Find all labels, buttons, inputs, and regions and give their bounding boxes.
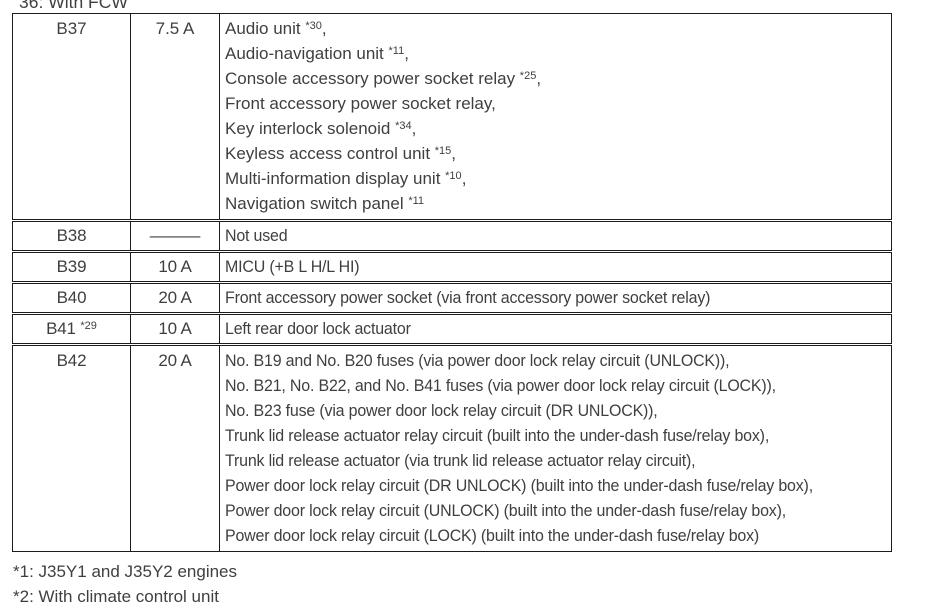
circuits-cell: No. B19 and No. B20 fuses (via power doo… — [220, 346, 891, 551]
footnote-ref: *15 — [435, 145, 452, 157]
circuit-line: Keyless access control unit *15, — [225, 141, 889, 166]
footnote-2: *2: With climate control unit — [13, 585, 237, 609]
footnote-ref: *11 — [408, 195, 424, 207]
amperage-cell: 10 A — [131, 315, 220, 343]
section-header-partial: 36: With FCW — [19, 0, 128, 12]
circuit-line: MICU (+B L H/L HI) — [225, 255, 849, 279]
circuit-line: Front accessory power socket relay, — [225, 91, 889, 116]
fuse-number-cell: B38 — [13, 222, 131, 250]
fuse-number-cell: B39 — [13, 253, 131, 281]
circuit-line: Trunk lid release actuator relay circuit… — [225, 423, 849, 448]
circuits-cell: Audio unit *30,Audio-navigation unit *11… — [220, 14, 891, 219]
fuse-number-cell: B40 — [13, 284, 131, 312]
circuits-cell: Front accessory power socket (via front … — [220, 284, 891, 312]
circuit-line: Front accessory power socket (via front … — [225, 286, 849, 310]
circuit-line: No. B19 and No. B20 fuses (via power doo… — [225, 348, 849, 373]
circuits-cell: Left rear door lock actuator — [220, 315, 891, 343]
circuit-line: Navigation switch panel *11 — [225, 191, 889, 216]
amperage-cell: ——— — [131, 222, 220, 250]
amperage-cell: 20 A — [131, 284, 220, 312]
footnote-ref: *29 — [80, 320, 97, 332]
circuit-line: Audio unit *30, — [225, 16, 889, 41]
fuse-number-cell: B41 *29 — [13, 315, 131, 343]
footnote-ref: *11 — [389, 45, 405, 57]
amperage-cell: 20 A — [131, 346, 220, 551]
amperage-cell: 10 A — [131, 253, 220, 281]
footnotes: *1: J35Y1 and J35Y2 engines *2: With cli… — [13, 560, 237, 609]
footnote-ref: *10 — [445, 170, 462, 182]
circuit-line: No. B23 fuse (via power door lock relay … — [225, 398, 849, 423]
circuit-line: Key interlock solenoid *34, — [225, 116, 889, 141]
circuit-line: Left rear door lock actuator — [225, 317, 849, 341]
footnote-ref: *30 — [305, 20, 322, 32]
fuse-number-cell: B37 — [13, 14, 131, 219]
circuit-line: Not used — [225, 224, 849, 248]
circuit-line: Multi-information display unit *10, — [225, 166, 889, 191]
circuit-line: Console accessory power socket relay *25… — [225, 66, 889, 91]
amperage-cell: 7.5 A — [131, 14, 220, 219]
footnote-ref: *25 — [520, 70, 537, 82]
table-row: B38———Not used — [12, 221, 892, 251]
circuit-line: Power door lock relay circuit (LOCK) (bu… — [225, 523, 849, 548]
circuits-cell: Not used — [220, 222, 891, 250]
footnote-ref: *34 — [395, 120, 412, 132]
circuit-line: Power door lock relay circuit (DR UNLOCK… — [225, 473, 849, 498]
circuit-line: No. B21, No. B22, and No. B41 fuses (via… — [225, 373, 849, 398]
circuit-line: Audio-navigation unit *11, — [225, 41, 889, 66]
circuit-line: Trunk lid release actuator (via trunk li… — [225, 448, 849, 473]
circuits-cell: MICU (+B L H/L HI) — [220, 253, 891, 281]
circuit-line: Power door lock relay circuit (UNLOCK) (… — [225, 498, 849, 523]
footnote-1: *1: J35Y1 and J35Y2 engines — [13, 560, 237, 585]
fuse-number-cell: B42 — [13, 346, 131, 551]
